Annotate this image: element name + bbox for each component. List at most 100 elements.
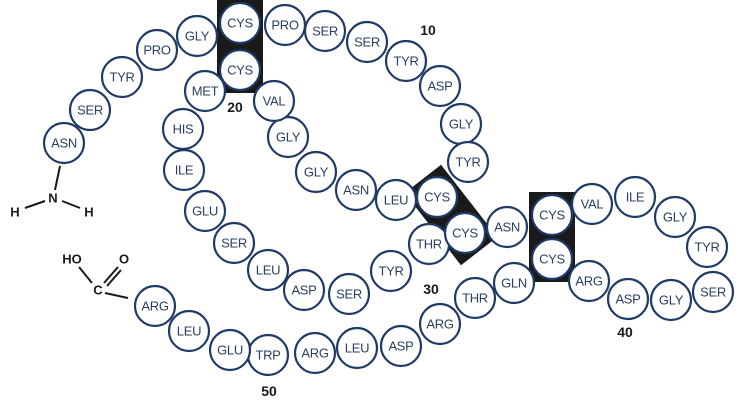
residue-37: TYR xyxy=(685,225,729,269)
residue-label: PRO xyxy=(271,18,298,33)
residue-label: ARG xyxy=(575,274,602,289)
residue-label: SER xyxy=(312,24,338,39)
residue-5: GLY xyxy=(175,14,219,58)
residue-circle xyxy=(183,69,227,113)
residue-48: ARG xyxy=(293,331,337,375)
residue-label: HIS xyxy=(173,122,194,137)
residue-label: ASP xyxy=(615,292,640,307)
position-marker-20: 20 xyxy=(227,99,243,115)
residue-29: TYR xyxy=(369,249,413,293)
c-terminus-oxygen: O xyxy=(119,252,129,267)
residue-44: THR xyxy=(453,276,497,320)
residue-label: SER xyxy=(77,103,103,118)
residue-circle xyxy=(183,189,227,233)
residue-label: CYS xyxy=(539,252,565,267)
residue-circle xyxy=(68,88,112,132)
residue-label: CYS xyxy=(539,208,565,223)
residue-circle xyxy=(282,268,326,312)
residue-circle xyxy=(485,205,529,249)
residue-14: CYS xyxy=(415,175,459,219)
residue-label: LEU xyxy=(177,324,201,339)
residue-circle xyxy=(293,331,337,375)
residue-circle xyxy=(218,1,262,45)
residue-label: THR xyxy=(416,237,442,252)
residue-label: ILE xyxy=(626,190,645,205)
residue-label: ASP xyxy=(388,339,413,354)
residue-18: GLY xyxy=(266,115,310,159)
residue-circle xyxy=(653,195,697,239)
residue-circle xyxy=(162,148,206,192)
residue-label: ASN xyxy=(494,220,520,235)
residue-circle xyxy=(685,225,729,269)
residue-label: CYS xyxy=(227,16,253,31)
residue-28: SER xyxy=(327,272,371,316)
residue-label: PRO xyxy=(143,43,170,58)
c-terminus-carboxyl: HO C O xyxy=(62,252,129,299)
residue-label: VAL xyxy=(581,197,604,212)
residue-22: HIS xyxy=(161,107,205,151)
residue-label: GLY xyxy=(304,165,329,180)
residue-circle xyxy=(218,48,262,92)
residue-46: ASP xyxy=(379,324,423,368)
residue-circle xyxy=(303,9,347,53)
residue-circle xyxy=(606,277,650,321)
residue-11: ASP xyxy=(418,64,462,108)
residue-43: GLN xyxy=(492,261,536,305)
residue-label: ILE xyxy=(175,163,194,178)
n-terminus-nitrogen: N xyxy=(48,191,57,206)
residue-label: TYR xyxy=(393,54,418,69)
c-terminus-hydroxyl: HO xyxy=(62,252,82,267)
residue-50: GLU xyxy=(208,328,252,372)
residue-36: GLY xyxy=(653,195,697,239)
residue-label: ASN xyxy=(343,183,369,198)
residue-label: GLY xyxy=(276,130,301,145)
residue-label: SER xyxy=(354,35,380,50)
residue-circle xyxy=(175,14,219,58)
residue-45: ARG xyxy=(418,302,462,346)
residue-circle xyxy=(42,121,86,165)
residue-20: CYS xyxy=(218,48,262,92)
residue-label: ARG xyxy=(426,317,453,332)
residue-label: CYS xyxy=(424,190,450,205)
residue-26: LEU xyxy=(246,248,290,292)
residue-label: THR xyxy=(462,291,488,306)
residue-label: SER xyxy=(700,285,726,300)
residue-51: LEU xyxy=(167,309,211,353)
residue-circle xyxy=(252,79,296,123)
residue-label: GLY xyxy=(185,29,210,44)
residue-42: CYS xyxy=(530,237,574,281)
residue-circle xyxy=(100,55,144,99)
residue-label: MET xyxy=(192,84,219,99)
residue-23: ILE xyxy=(162,148,206,192)
residue-34: VAL xyxy=(570,182,614,226)
residue-circle xyxy=(345,20,389,64)
residue-35: ILE xyxy=(613,175,657,219)
residue-label: SER xyxy=(221,236,247,251)
residue-circle xyxy=(453,276,497,320)
residue-47: LEU xyxy=(335,326,379,370)
residue-circle xyxy=(443,211,487,255)
residue-38: SER xyxy=(691,270,735,314)
residue-circle xyxy=(384,39,428,83)
residue-39: GLY xyxy=(649,278,693,322)
residue-label: VAL xyxy=(263,94,286,109)
c-terminus-carbon: C xyxy=(93,283,103,298)
residue-circle xyxy=(418,302,462,346)
residue-label: GLN xyxy=(501,276,527,291)
residue-circle xyxy=(613,175,657,219)
residue-9: SER xyxy=(345,20,389,64)
residue-circle xyxy=(374,178,418,222)
residue-circle xyxy=(446,140,490,184)
residue-label: TRP xyxy=(255,348,280,363)
residue-24: GLU xyxy=(183,189,227,233)
residue-label: GLU xyxy=(192,204,218,219)
n-terminus-hydrogen-right: H xyxy=(84,205,93,220)
residue-3: TYR xyxy=(100,55,144,99)
residue-circle xyxy=(369,249,413,293)
residue-circle xyxy=(266,115,310,159)
residue-label: TYR xyxy=(378,264,403,279)
residue-label: SER xyxy=(336,287,362,302)
residue-31: CYS xyxy=(443,211,487,255)
position-marker-30: 30 xyxy=(423,281,439,297)
